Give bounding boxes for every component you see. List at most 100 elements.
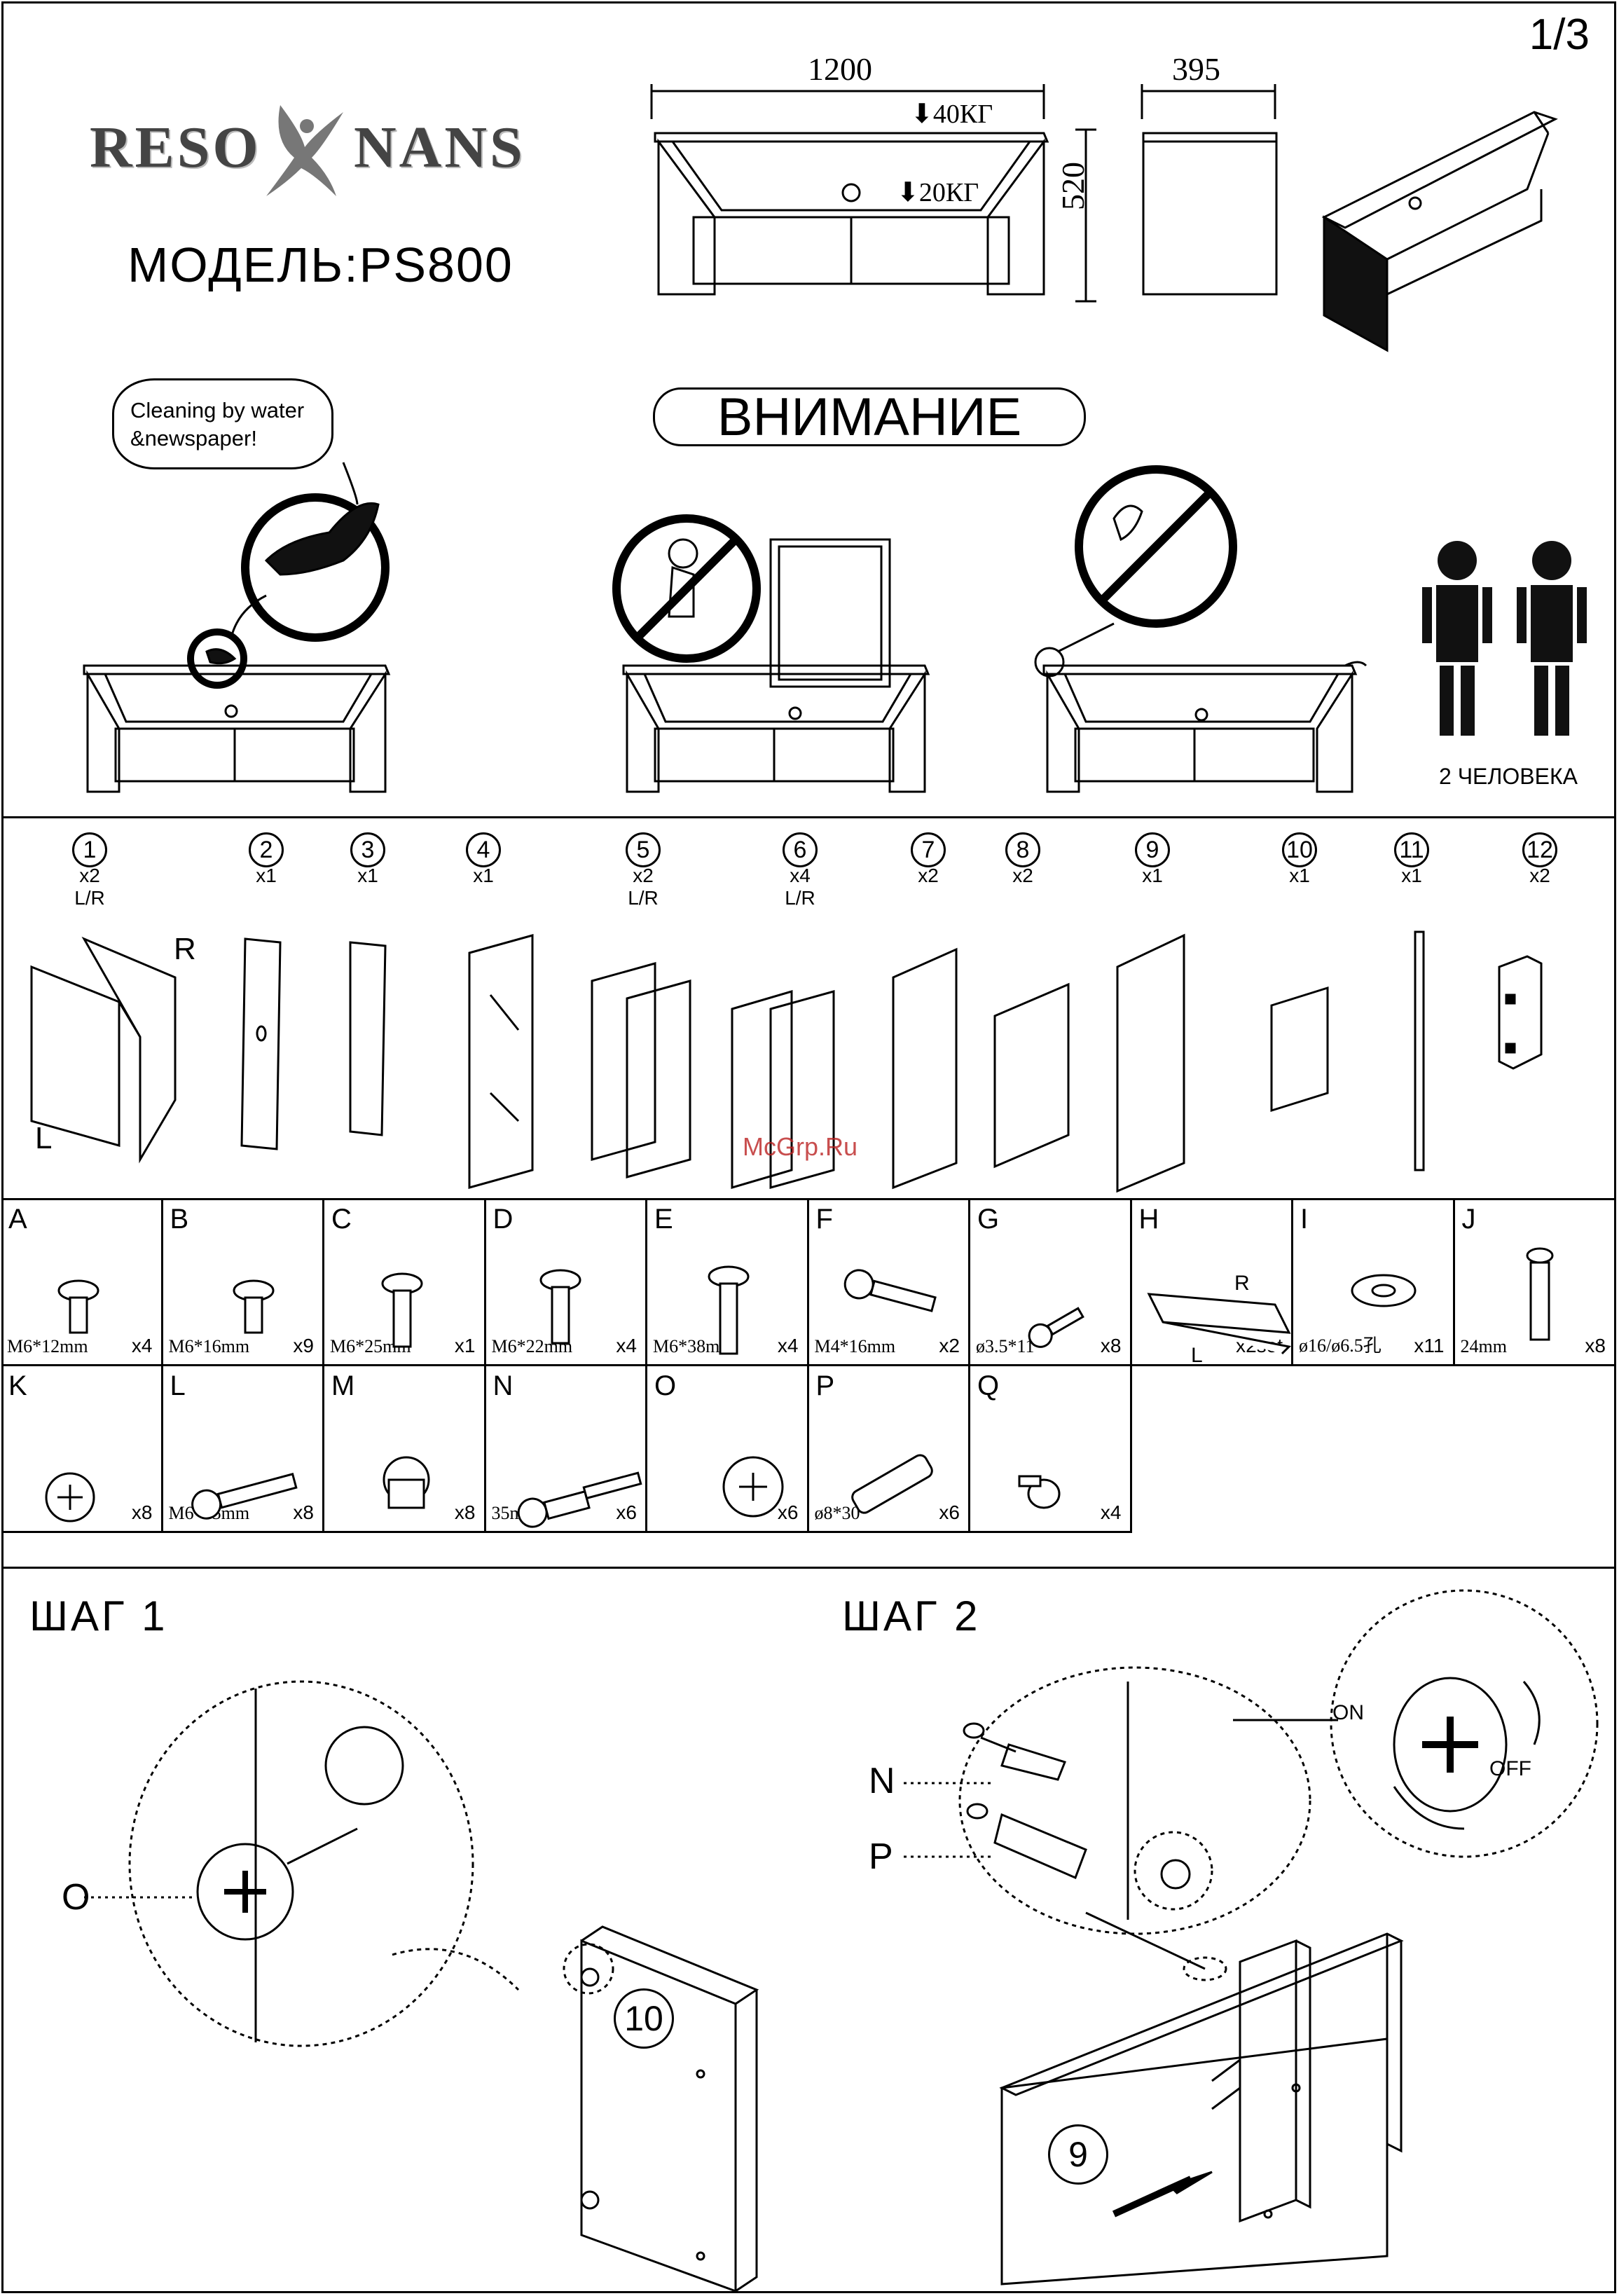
step2-callout-n: N <box>869 1761 895 1801</box>
hardware-qty: x8 <box>1585 1335 1606 1356</box>
hardware-spec: ø3.5*11 <box>976 1336 1035 1356</box>
brand-left: RESO <box>90 115 261 180</box>
part-side-5: L/R <box>628 887 659 909</box>
model-label: МОДЕЛЬ:PS800 <box>128 238 514 292</box>
hardware-letter: J <box>1461 1204 1476 1235</box>
part-number-6: 6 <box>783 832 818 867</box>
hardware-spec: ø8*30 <box>814 1503 860 1523</box>
step1-illustration <box>84 1680 759 2293</box>
part-side-1: L/R <box>74 887 105 909</box>
part-number-1: 1 <box>72 832 107 867</box>
divider-hardware <box>1 1567 1616 1569</box>
part-qty-4: x1 <box>473 865 494 886</box>
hardware-letter: M <box>331 1370 355 1401</box>
hardware-letter: D <box>492 1204 514 1235</box>
speech-bubble <box>112 378 333 469</box>
part-number-3: 3 <box>350 832 385 867</box>
attention-banner: ВНИМАНИЕ <box>653 387 1086 446</box>
step1-title: ШАГ 1 <box>29 1593 168 1639</box>
cleaning-note: Cleaning by water &newspaper! <box>130 397 304 453</box>
two-people-icon <box>1422 541 1587 736</box>
page-number: 1/3 <box>1529 11 1590 59</box>
hardware-letter: F <box>815 1204 833 1235</box>
hardware-letter: I <box>1300 1204 1309 1235</box>
part-qty-7: x2 <box>918 865 939 886</box>
hardware-qty: x8 <box>293 1501 314 1523</box>
hardware-letter: P <box>815 1370 835 1401</box>
hardware-letter: N <box>492 1370 514 1401</box>
step2-off-label: OFF <box>1489 1757 1531 1780</box>
height-arrow-drawing <box>1075 128 1096 303</box>
perspective-view-drawing <box>1321 111 1558 352</box>
hardware-qty: x4 <box>777 1335 799 1356</box>
hardware-qty: x1 <box>454 1335 476 1356</box>
cleaning-note-line1: Cleaning by water <box>130 398 305 422</box>
front-view-drawing <box>650 84 1049 296</box>
hardware-qty: x4 <box>616 1335 637 1356</box>
hardware-qty: x4 <box>1100 1501 1122 1523</box>
watermark: McGrp.Ru <box>743 1132 858 1161</box>
hardware-qty: x8 <box>454 1501 476 1523</box>
step2-illustration <box>904 1589 1599 2285</box>
hardware-spec: M6*16mm <box>168 1336 250 1356</box>
divider-parts <box>1 1198 1616 1200</box>
part-qty-1: x2 <box>79 865 100 886</box>
cleaning-note-line2: &newspaper! <box>130 426 257 451</box>
part-number-4: 4 <box>466 832 501 867</box>
part-number-7: 7 <box>911 832 946 867</box>
hardware-cell-J: J 24mm x8 <box>1454 1199 1616 1366</box>
part-qty-12: x2 <box>1529 865 1550 886</box>
hardware-spec: 24mm <box>1460 1336 1507 1356</box>
step1-part-10: 10 <box>614 1988 674 2049</box>
part-qty-2: x1 <box>256 865 277 886</box>
hardware-letter: L <box>170 1370 186 1401</box>
part-qty-11: x1 <box>1401 865 1422 886</box>
no-climbing-illustration <box>612 514 930 793</box>
people-note: 2 ЧЕЛОВЕКА <box>1439 764 1578 789</box>
part-side-6: L/R <box>785 887 815 909</box>
hardware-letter: H <box>1138 1204 1159 1235</box>
brand-right: NANS <box>354 115 525 180</box>
hardware-h-left-label: L <box>1191 1344 1203 1367</box>
part-number-9: 9 <box>1135 832 1170 867</box>
hardware-letter: E <box>654 1204 673 1235</box>
hardware-letter: C <box>331 1204 352 1235</box>
hardware-letter: O <box>654 1370 677 1401</box>
part-qty-9: x1 <box>1142 865 1163 886</box>
part-qty-6: x4 <box>790 865 811 886</box>
side-view-drawing <box>1141 84 1278 296</box>
step2-callout-p: P <box>869 1836 893 1877</box>
hardware-qty: x8 <box>131 1501 153 1523</box>
hardware-qty: x9 <box>293 1335 314 1356</box>
dimension-width: 1200 <box>808 51 872 87</box>
part-side-right-label: R <box>174 932 196 966</box>
part-number-8: 8 <box>1005 832 1040 867</box>
hardware-h-right-label: R <box>1234 1272 1250 1295</box>
hardware-qty: x8 <box>1100 1335 1122 1356</box>
hardware-qty: x6 <box>939 1501 960 1523</box>
part-qty-10: x1 <box>1289 865 1310 886</box>
dancer-logo-icon <box>266 105 343 196</box>
hardware-qty: x11 <box>1414 1335 1445 1356</box>
part-qty-5: x2 <box>633 865 654 886</box>
hardware-qty: x4 <box>131 1335 153 1356</box>
hardware-letter: G <box>977 1204 1000 1235</box>
hardware-letter: K <box>8 1370 27 1401</box>
hardware-letter: A <box>8 1204 27 1235</box>
step2-title: ШАГ 2 <box>842 1593 981 1639</box>
part-number-5: 5 <box>626 832 661 867</box>
step2-part-9: 9 <box>1048 2124 1108 2185</box>
hardware-qty: x6 <box>777 1501 799 1523</box>
no-lifting-by-glass-illustration <box>1034 465 1367 793</box>
part-number-10: 10 <box>1282 832 1317 867</box>
